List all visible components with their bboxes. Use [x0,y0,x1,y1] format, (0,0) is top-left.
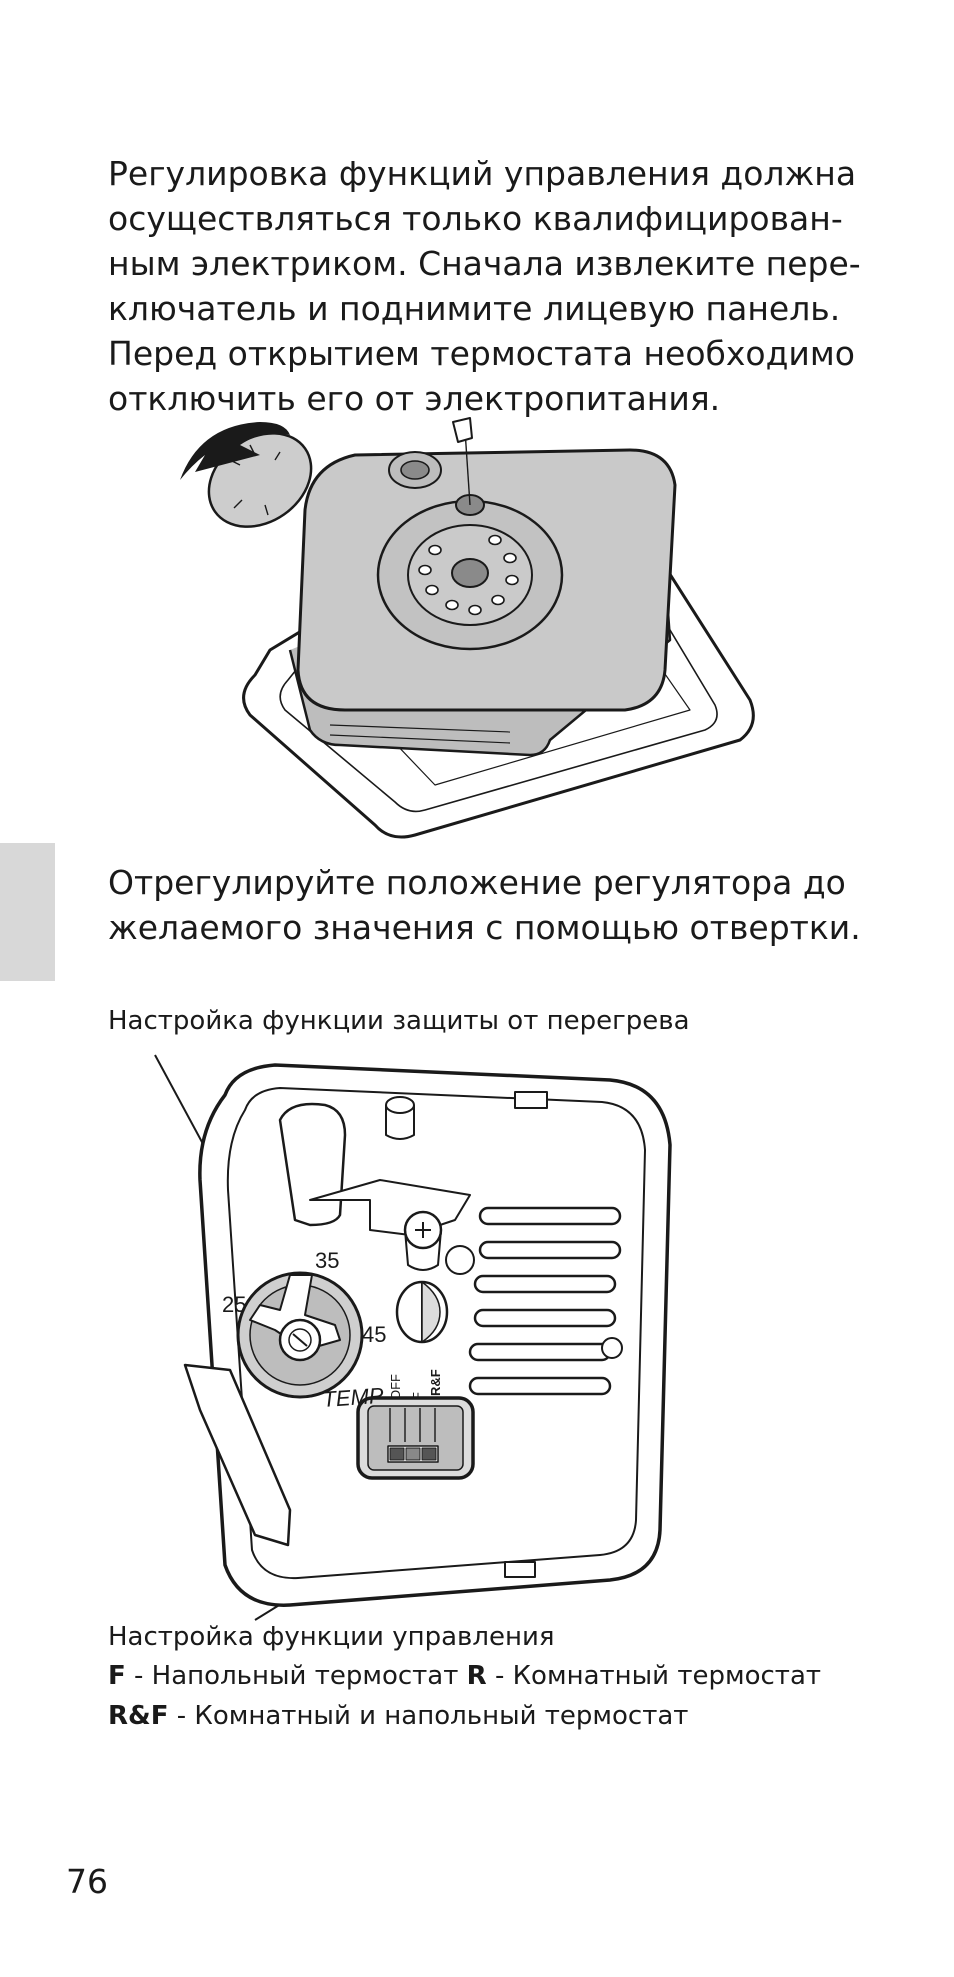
dial-label-temp: TEMP [322,1383,385,1412]
switch-label-rf: R&F [428,1369,443,1396]
page-number: 76 [66,1862,108,1901]
paragraph-line: Регулировка функций управления должна [108,154,857,193]
caption-control-function: Настройка функции управления [108,1622,555,1652]
legend-key-r: R [466,1661,487,1691]
dial-label-25: 25 [222,1292,246,1317]
instruction-paragraph-1: Регулировка функций управления должна ос… [108,151,928,421]
legend-text-rf: - Комнатный и напольный термостат [168,1701,689,1731]
paragraph-line: ключатель и поднимите лицевую панель. [108,289,841,328]
paragraph-line: Перед открытием термостата необходимо [108,334,855,373]
legend-text-f: - Напольный термостат [125,1661,467,1691]
switch-label-off: OFF [388,1374,403,1400]
dial-label-45: 45 [362,1322,386,1347]
paragraph-line: осуществляться только квалифицирован- [108,199,843,238]
paragraph-line: отключить его от электропитания. [108,379,721,418]
dial-label-35: 35 [315,1248,339,1273]
instruction-paragraph-2: Отрегулируйте положение регулятора до же… [108,860,928,950]
thermostat-internal-illustration: 25 35 45 TEMP OFF F R&F [154,1054,672,1621]
legend-line-rf: R&F - Комнатный и напольный термостат [108,1696,688,1736]
paragraph-line: желаемого значения с помощью отвертки. [108,908,861,947]
legend-key-rf: R&F [108,1701,169,1731]
legend-text-r: - Комнатный термостат [486,1661,822,1691]
legend-key-f: F [108,1661,126,1691]
thermostat-opening-illustration [180,417,755,839]
caption-overheat-protection: Настройка функции защиты от перегрева [108,1006,690,1036]
paragraph-line: ным электриком. Сначала извлеките пере- [108,244,861,283]
switch-label-f: F [410,1392,425,1400]
page-side-tab [0,843,55,981]
paragraph-line: Отрегулируйте положение регулятора до [108,863,846,902]
legend-line-f-r: F - Напольный термостат R - Комнатный те… [108,1656,821,1696]
